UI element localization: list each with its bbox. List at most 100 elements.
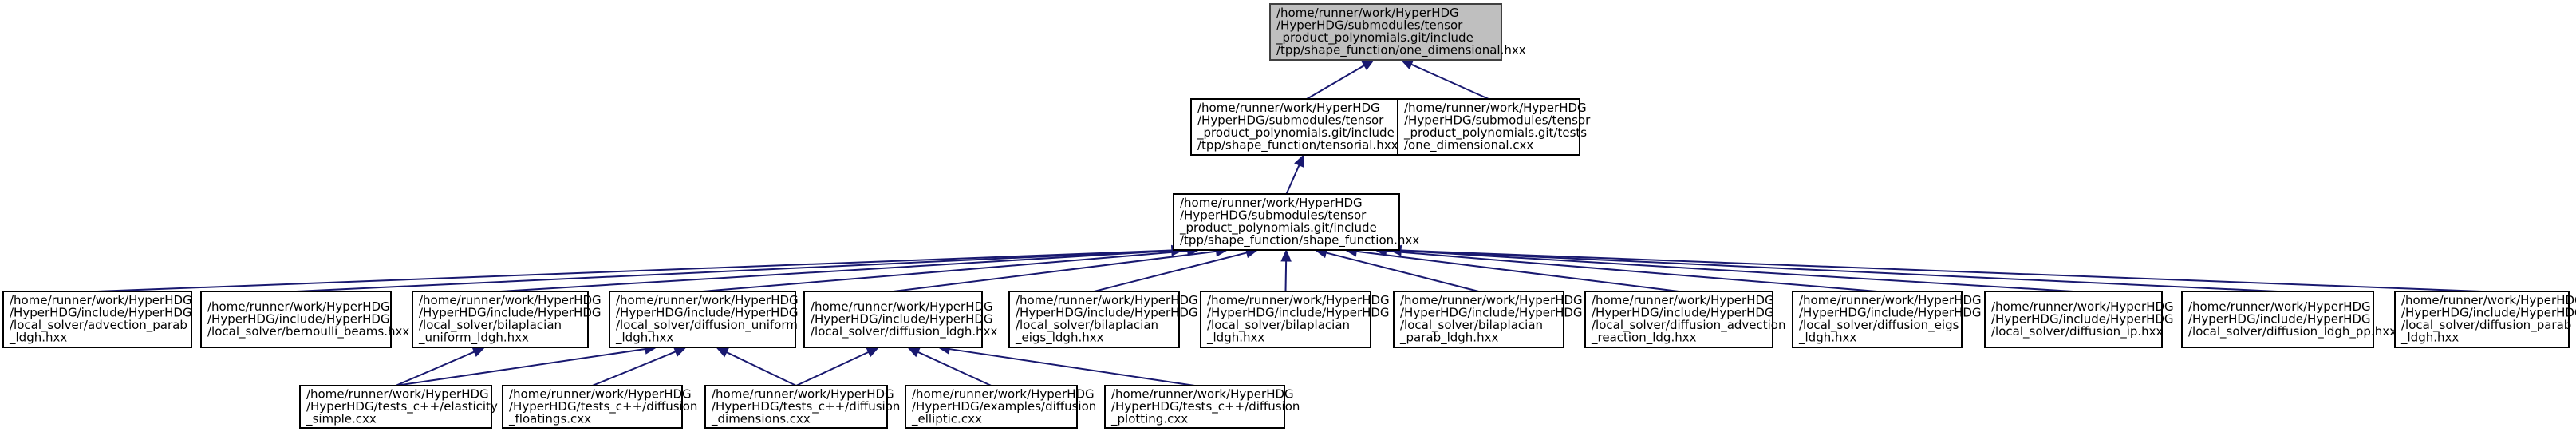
- node-label-line: /home/runner/work/HyperHDG: [509, 386, 692, 401]
- graph-node[interactable]: /home/runner/work/HyperHDG/HyperHDG/test…: [704, 385, 900, 429]
- graph-node[interactable]: /home/runner/work/HyperHDG/HyperHDG/test…: [1104, 385, 1300, 429]
- graph-node[interactable]: /home/runner/work/HyperHDG/HyperHDG/incl…: [1200, 291, 1390, 348]
- graph-node[interactable]: /home/runner/work/HyperHDG/HyperHDG/incl…: [1008, 291, 1198, 348]
- node-label-line: /home/runner/work/HyperHDG: [1207, 293, 1390, 307]
- graph-node[interactable]: /home/runner/work/HyperHDG/HyperHDG/incl…: [2, 291, 192, 348]
- node-label-line: _elliptic.cxx: [911, 411, 982, 426]
- node-label-line: /home/runner/work/HyperHDG: [306, 386, 489, 401]
- node-label-line: /home/runner/work/HyperHDG: [1197, 101, 1380, 115]
- node-label-line: /home/runner/work/HyperHDG: [2401, 293, 2576, 307]
- node-label-line: /local_solver/advection_parab: [10, 318, 187, 333]
- dependency-edge: [1356, 250, 1679, 292]
- node-label-line: /home/runner/work/HyperHDG: [811, 299, 993, 314]
- node-label-line: _product_polynomials.git/include: [1179, 220, 1377, 236]
- dependency-edge: [702, 250, 1188, 292]
- node-label-line: /HyperHDG/include/HyperHDG: [2401, 306, 2576, 320]
- graph-node[interactable]: /home/runner/work/HyperHDG/HyperHDG/incl…: [1393, 291, 1583, 348]
- graph-node[interactable]: /home/runner/work/HyperHDG/HyperHDG/subm…: [1397, 98, 1591, 156]
- dependency-edge: [395, 351, 475, 386]
- node-label-line: _floatings.cxx: [508, 411, 591, 426]
- root-node-box: [1269, 3, 1502, 61]
- graph-node[interactable]: /home/runner/work/HyperHDG/HyperHDG/incl…: [2181, 291, 2397, 348]
- node-box: [412, 291, 589, 348]
- dependency-edge: [1285, 164, 1300, 195]
- node-box: [905, 385, 1078, 429]
- graph-node[interactable]: /home/runner/work/HyperHDG/HyperHDG/test…: [299, 385, 498, 429]
- node-label-line: /local_solver/diffusion_ip.hxx: [1991, 324, 2164, 339]
- edges-layer: [97, 59, 2483, 386]
- node-label-line: /HyperHDG/include/HyperHDG: [1799, 306, 1982, 320]
- node-label-line: /HyperHDG/include/HyperHDG: [811, 311, 993, 326]
- edge-arrowhead: [1280, 248, 1292, 262]
- node-label-line: /local_solver/bilaplacian: [1207, 318, 1350, 333]
- dependency-edge: [1094, 252, 1248, 292]
- node-box: [1008, 291, 1180, 348]
- node-box: [1584, 291, 1773, 348]
- node-label-line: /HyperHDG/include/HyperHDG: [1207, 306, 1390, 320]
- dependency-edge: [97, 249, 1173, 292]
- node-box: [803, 291, 983, 348]
- node-label-line: /HyperHDG/include/HyperHDG: [616, 306, 799, 320]
- node-box: [200, 291, 392, 348]
- graph-node[interactable]: /home/runner/work/HyperHDG/HyperHDG/incl…: [412, 291, 602, 348]
- graph-node[interactable]: /home/runner/work/HyperHDG/HyperHDG/subm…: [1173, 193, 1419, 251]
- node-label-line: _eigs_ldgh.hxx: [1015, 331, 1104, 346]
- node-label-line: /home/runner/work/HyperHDG: [616, 293, 799, 307]
- node-label-line: /tpp/shape_function/tensorial.hxx: [1197, 138, 1398, 153]
- dependency-edge: [893, 250, 1217, 292]
- dependency-edge: [395, 348, 646, 386]
- node-box: [2394, 291, 2570, 348]
- dependency-edge: [1400, 249, 2483, 292]
- dependency-edge: [1410, 63, 1489, 100]
- graph-node[interactable]: /home/runner/work/HyperHDG/HyperHDG/incl…: [200, 291, 409, 348]
- graph-node[interactable]: /home/runner/work/HyperHDG/HyperHDG/subm…: [1269, 3, 1526, 61]
- node-box: [1984, 291, 2163, 348]
- edge-arrowhead: [1361, 59, 1375, 71]
- node-label-line: _uniform_ldgh.hxx: [418, 331, 529, 346]
- node-label-line: /HyperHDG/include/HyperHDG: [207, 311, 390, 326]
- edge-arrowhead: [471, 347, 486, 357]
- node-label-line: _ldgh.hxx: [1798, 331, 1856, 346]
- dependency-edge: [949, 348, 1195, 386]
- node-label-line: /home/runner/work/HyperHDG: [207, 299, 390, 314]
- edge-arrowhead: [1294, 153, 1304, 168]
- node-label-line: _dimensions.cxx: [711, 411, 811, 426]
- node-label-line: /HyperHDG/include/HyperHDG: [1991, 311, 2174, 326]
- node-label-line: /home/runner/work/HyperHDG: [419, 293, 602, 307]
- dependency-edge: [592, 351, 677, 386]
- node-box: [1397, 98, 1580, 156]
- graph-node[interactable]: /home/runner/work/HyperHDG/HyperHDG/subm…: [1190, 98, 1423, 156]
- graph-node[interactable]: /home/runner/work/HyperHDG/HyperHDG/exam…: [905, 385, 1096, 429]
- node-label-line: _reaction_ldg.hxx: [1591, 331, 1697, 346]
- edge-arrowhead: [715, 347, 730, 358]
- dependency-edge: [1386, 250, 1878, 292]
- dependency-edge: [1325, 252, 1479, 292]
- graph-node[interactable]: /home/runner/work/HyperHDG/HyperHDG/incl…: [1792, 291, 1982, 348]
- node-label-line: _ldgh.hxx: [2400, 331, 2459, 346]
- dependency-edge: [1284, 260, 1288, 292]
- node-label-line: /home/runner/work/HyperHDG: [912, 386, 1095, 401]
- graph-node[interactable]: /home/runner/work/HyperHDG/HyperHDG/test…: [502, 385, 697, 429]
- dependency-edge: [1306, 65, 1365, 100]
- node-label-line: /home/runner/work/HyperHDG: [1991, 299, 2174, 314]
- node-label-line: _ldgh.hxx: [1206, 331, 1264, 346]
- node-label-line: /local_solver/diffusion_ldgh_pp.hxx: [2188, 324, 2397, 339]
- graph-node[interactable]: /home/runner/work/HyperHDG/HyperHDG/incl…: [803, 291, 998, 348]
- node-label-line: /HyperHDG/submodules/tensor: [1276, 18, 1463, 33]
- node-label-line: /home/runner/work/HyperHDG: [2188, 299, 2371, 314]
- edge-arrowhead: [1400, 59, 1414, 70]
- node-label-line: /HyperHDG/tests_c++/diffusion: [1111, 399, 1300, 414]
- graph-node[interactable]: /home/runner/work/HyperHDG/HyperHDG/incl…: [2394, 291, 2576, 348]
- node-box: [299, 385, 492, 429]
- graph-node[interactable]: /home/runner/work/HyperHDG/HyperHDG/incl…: [1984, 291, 2174, 348]
- node-label-line: /local_solver/diffusion_eigs: [1799, 318, 1959, 333]
- node-box: [609, 291, 796, 348]
- node-label-line: /local_solver/diffusion_advection: [1592, 318, 1786, 333]
- graph-node[interactable]: /home/runner/work/HyperHDG/HyperHDG/incl…: [609, 291, 799, 348]
- nodes-layer: /home/runner/work/HyperHDG/HyperHDG/subm…: [2, 3, 2576, 429]
- node-label-line: /home/runner/work/HyperHDG: [1400, 293, 1583, 307]
- graph-node[interactable]: /home/runner/work/HyperHDG/HyperHDG/incl…: [1584, 291, 1786, 348]
- node-label-line: /local_solver/diffusion_parab: [2401, 318, 2571, 333]
- node-label-line: /HyperHDG/include/HyperHDG: [1400, 306, 1583, 320]
